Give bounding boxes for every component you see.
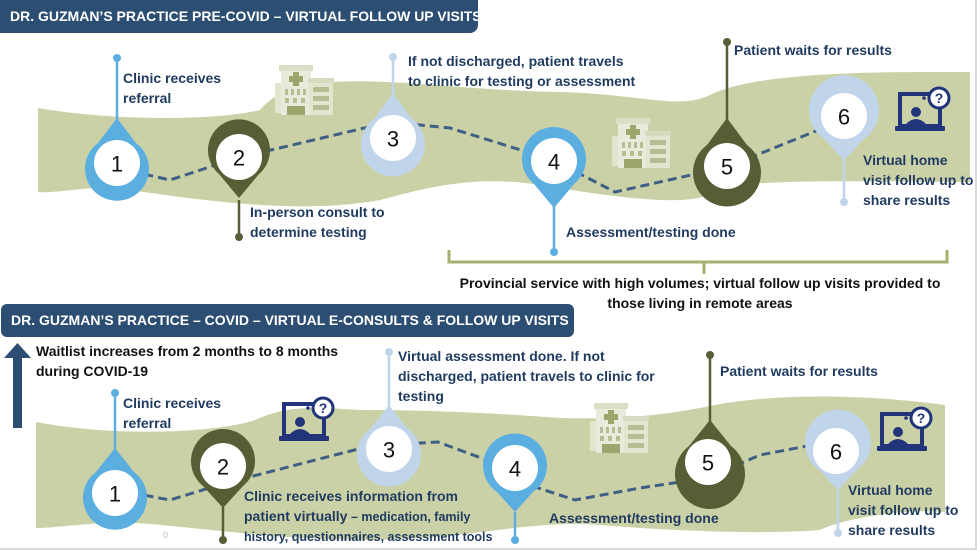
step-label-4: Assessment/testing done [566,224,736,240]
journey-path-top [116,118,844,194]
step-label-5: Patient waits for results [720,363,878,379]
step-pin-3: 3 [360,93,425,177]
step-number: 4 [548,150,560,175]
step-pin-1: 1 [85,118,149,201]
step-number: 5 [721,155,733,180]
page-mark: 0 [163,530,168,540]
step-pin-6: 6 [809,75,880,160]
hospital-icon [590,403,649,453]
bracket [447,250,949,274]
step-number: 2 [217,455,229,480]
step-number: 2 [233,146,245,171]
step-pin-2: 2 [191,429,255,508]
step-pin-1: 1 [83,448,147,530]
increase-arrow-icon [4,343,31,428]
step-number: 6 [838,105,850,130]
waitlist-note: Waitlist increases from 2 months to 8 mo… [36,343,339,379]
step-pin-6: 6 [805,409,872,490]
step-number: 1 [109,482,121,507]
step-number: 6 [830,440,842,465]
step-number: 5 [702,451,714,476]
step-label-4: Assessment/testing done [549,510,719,526]
step-pin-3: 3 [356,405,421,487]
step-number: 1 [111,152,123,177]
section-title-pre-covid: DR. GUZMAN’S PRACTICE PRE-COVID – VIRTUA… [0,0,482,33]
hospital-icon [275,65,334,115]
step-label-5: Patient waits for results [734,42,892,58]
step-pin-4: 4 [482,433,547,512]
step-number: 4 [509,457,521,482]
step-number: 3 [387,127,399,152]
step-number: 3 [383,438,395,463]
step-pin-2: 2 [208,119,271,198]
section-title-covid: DR. GUZMAN’S PRACTICE – COVID – VIRTUAL … [1,304,574,337]
step-pin-5: 5 [693,118,761,207]
step-pin-5: 5 [675,420,745,509]
step-pin-4: 4 [522,127,587,208]
bracket-note: Provincial service with high volumes; vi… [459,275,941,311]
